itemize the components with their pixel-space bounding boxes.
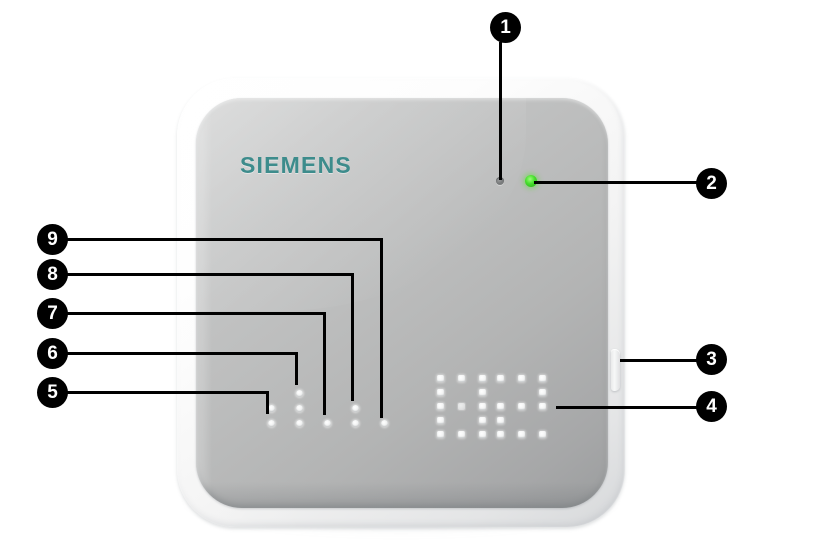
panel-gloss-highlight xyxy=(196,98,526,312)
leader-line-3 xyxy=(620,359,702,362)
callout-marker-9[interactable]: 9 xyxy=(37,224,68,255)
grille-left-dot-r5c2 xyxy=(458,431,465,438)
leader-line-1 xyxy=(499,42,502,180)
grille-right-dot-r1c3 xyxy=(539,375,546,382)
callout-marker-6[interactable]: 6 xyxy=(37,338,68,369)
callout-marker-2[interactable]: 2 xyxy=(696,168,727,199)
leader-line-6-horizontal xyxy=(66,352,297,355)
grille-right-dot-r4c1 xyxy=(497,417,504,424)
grille-left-dot-r1c3 xyxy=(479,375,486,382)
leader-line-9-horizontal xyxy=(66,238,382,241)
leader-line-7-horizontal xyxy=(66,312,325,315)
grille-left-dot-r3c1 xyxy=(437,403,444,410)
grille-left-dot-r3c3 xyxy=(479,403,486,410)
grille-left-dot-r2c3 xyxy=(479,389,486,396)
callout-marker-8[interactable]: 8 xyxy=(37,259,68,290)
grille-left-dot-r3c2 xyxy=(458,403,465,410)
grille-left-dot-r1c2 xyxy=(458,375,465,382)
leader-line-5-vertical xyxy=(266,391,269,414)
status-led-1 xyxy=(268,420,275,427)
leader-line-8-horizontal xyxy=(66,273,353,276)
siemens-logo: SIEMENS xyxy=(240,152,352,178)
leader-line-2 xyxy=(534,181,700,184)
grille-left-dot-r5c1 xyxy=(437,431,444,438)
status-led-2 xyxy=(296,420,303,427)
grille-right-dot-r5c2 xyxy=(518,431,525,438)
status-led-secondary-2 xyxy=(296,405,303,412)
status-led-secondary-4 xyxy=(352,405,359,412)
callout-marker-4[interactable]: 4 xyxy=(696,391,727,422)
grille-right-dot-r5c1 xyxy=(497,431,504,438)
grille-right-dot-r2c3 xyxy=(539,389,546,396)
grille-left-dot-r5c3 xyxy=(479,431,486,438)
grille-right-dot-r1c2 xyxy=(518,375,525,382)
leader-line-5-horizontal xyxy=(66,391,269,394)
callout-marker-1[interactable]: 1 xyxy=(490,12,521,43)
grille-left-dot-r4c3 xyxy=(479,417,486,424)
leader-line-6-vertical xyxy=(295,352,298,385)
grille-right-dot-r5c3 xyxy=(539,431,546,438)
status-led-secondary-1 xyxy=(268,405,275,412)
grille-right-dot-r3c2 xyxy=(518,403,525,410)
green-status-led xyxy=(525,175,537,187)
leader-line-9-vertical xyxy=(380,238,383,418)
callout-marker-5[interactable]: 5 xyxy=(37,377,68,408)
grille-right-dot-r3c1 xyxy=(497,403,504,410)
leader-line-7-vertical xyxy=(323,312,326,415)
sensor-hole xyxy=(496,177,504,185)
grille-left-dot-r1c1 xyxy=(437,375,444,382)
panel-bottom-shading xyxy=(196,482,608,508)
grille-right-dot-r3c3 xyxy=(539,403,546,410)
leader-line-8-vertical xyxy=(351,273,354,401)
grille-left-dot-r2c1 xyxy=(437,389,444,396)
grille-left-dot-r4c1 xyxy=(437,417,444,424)
grille-right-dot-r1c1 xyxy=(497,375,504,382)
leader-line-4 xyxy=(556,406,702,409)
panel-left-highlight xyxy=(196,98,212,508)
side-button[interactable] xyxy=(611,349,620,391)
status-led-5 xyxy=(381,420,388,427)
status-led-secondary-3 xyxy=(296,390,303,397)
status-led-3 xyxy=(324,420,331,427)
callout-marker-7[interactable]: 7 xyxy=(37,298,68,329)
callout-marker-3[interactable]: 3 xyxy=(696,344,727,375)
status-led-4 xyxy=(352,420,359,427)
